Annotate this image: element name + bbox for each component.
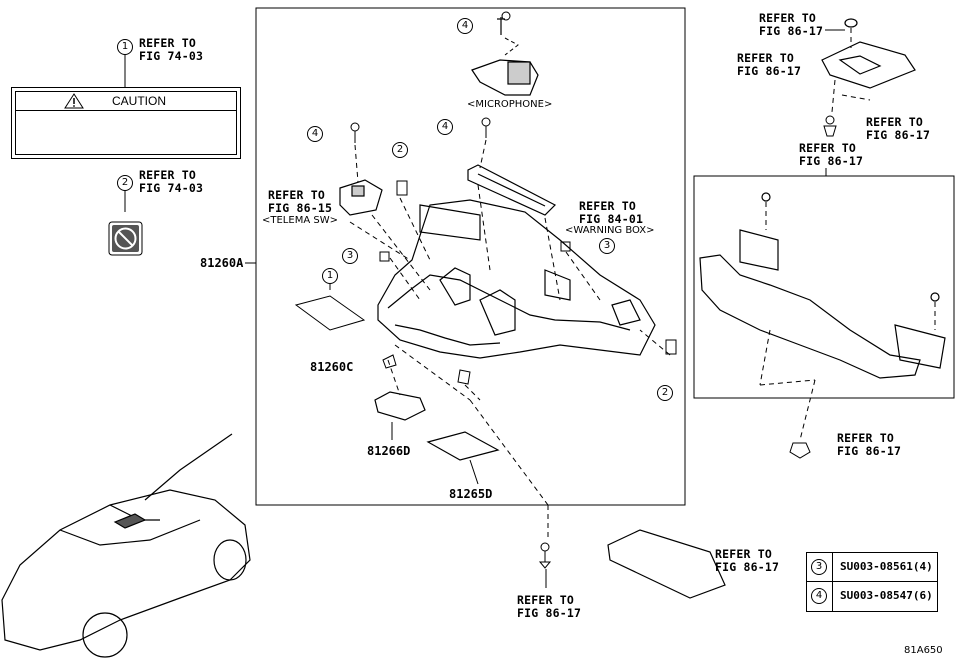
ref-label-1: REFER TO FIG 74-03	[139, 36, 204, 63]
ref-top-2: REFER TO FIG 86-17	[737, 51, 802, 78]
callout-4: 4	[307, 126, 323, 142]
telema-note: <TELEMA SW>	[262, 215, 338, 226]
microphone	[471, 17, 539, 96]
lens-81266D	[374, 391, 426, 421]
sub-assembly-frame	[693, 175, 955, 399]
fastener-legend: 3 SU003-08561(4) 4 SU003-08547(6)	[806, 552, 938, 612]
warning-note: <WARNING BOX>	[565, 225, 655, 236]
warning-box	[467, 164, 557, 216]
top-bracket	[821, 18, 916, 89]
callout-4: 4	[457, 18, 473, 34]
main-assembly-frame	[255, 7, 686, 506]
telema-switch	[339, 179, 383, 216]
callout-2: 2	[657, 385, 673, 401]
part-81266D: 81266D	[367, 444, 411, 458]
legend-row: 3 SU003-08561(4)	[807, 553, 937, 582]
callout-4: 4	[437, 119, 453, 135]
lens-81265D	[426, 431, 500, 461]
callout-2: 2	[117, 175, 133, 191]
legend-num: 3	[811, 559, 827, 575]
ref-top-3: REFER TO FIG 86-17	[866, 115, 931, 142]
warning-triangle-icon	[64, 93, 84, 109]
callout-2: 2	[392, 142, 408, 158]
label-icon	[108, 221, 143, 256]
callout-3: 3	[599, 238, 615, 254]
callout-1: 1	[322, 268, 338, 284]
bottom-clip	[538, 542, 552, 588]
duct-assembly	[699, 192, 946, 379]
screw-icons	[350, 11, 511, 143]
overhead-console	[377, 199, 656, 359]
sunvisor-cover	[607, 529, 726, 599]
callout-1: 1	[117, 39, 133, 55]
caution-text: CAUTION	[112, 94, 166, 108]
ref-label-2: REFER TO FIG 74-03	[139, 168, 204, 195]
ref-top-4: REFER TO FIG 86-17	[799, 141, 864, 168]
pad-part	[294, 295, 366, 331]
caution-label: CAUTION	[11, 87, 241, 159]
ref-bottom: REFER TO FIG 86-17	[517, 593, 582, 620]
legend-code: SU003-08561(4)	[840, 560, 933, 573]
legend-num: 4	[811, 588, 827, 604]
figure-id: 81A650	[904, 645, 943, 656]
legend-row: 4 SU003-08547(6)	[807, 582, 937, 610]
callout-3: 3	[342, 248, 358, 264]
part-81265D: 81265D	[449, 487, 493, 501]
nut-part	[789, 442, 811, 459]
microphone-note: <MICROPHONE>	[467, 99, 553, 110]
ref-telema: REFER TO FIG 86-15	[268, 188, 333, 215]
legend-code: SU003-08547(6)	[840, 589, 933, 602]
part-81260A: 81260A	[200, 256, 244, 270]
ref-clip: REFER TO FIG 86-17	[837, 431, 902, 458]
car-illustration	[1, 433, 251, 658]
ref-top-1: REFER TO FIG 86-17	[759, 11, 824, 38]
part-81260C: 81260C	[310, 360, 354, 374]
clip-part	[396, 180, 408, 196]
assembly-lines	[349, 139, 671, 540]
ref-cover: REFER TO FIG 86-17	[715, 547, 780, 574]
ref-warning: REFER TO FIG 84-01	[579, 199, 644, 226]
